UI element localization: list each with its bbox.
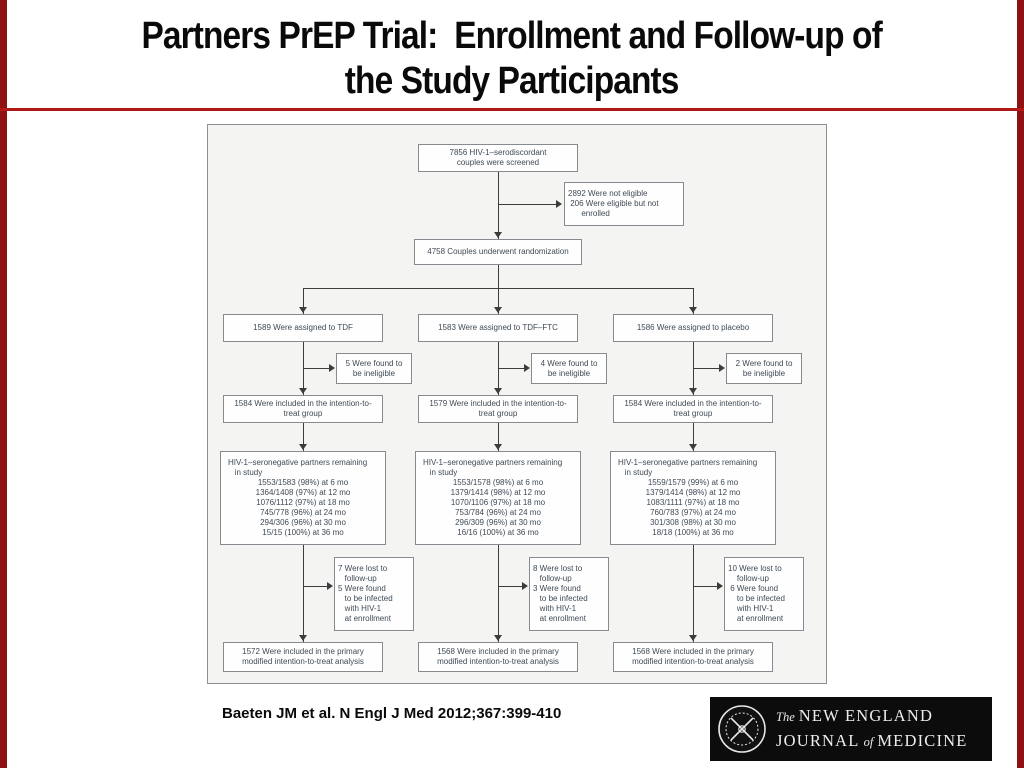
connector-line [303,368,331,369]
connector-line [693,423,694,451]
connector-line [303,423,304,451]
nejm-logo: The NEW ENGLAND JOURNAL of MEDICINE [710,697,992,761]
arrow-down-icon [494,307,502,313]
box-lost-tdf: 7 Were lost to follow-up 5 Were found to… [334,557,414,631]
title-line-2: the Study Participants [345,60,680,102]
remaining-heading: HIV-1–seronegative partners remaining in… [228,458,368,477]
arrow-down-icon [689,635,697,641]
box-ineligible-placebo: 2 Were found to be ineligible [726,353,802,384]
arrow-right-icon [524,364,530,372]
title-underline [0,108,1024,111]
arrow-right-icon [719,364,725,372]
connector-line [498,545,499,642]
arrow-down-icon [689,444,697,450]
box-remaining-placebo: HIV-1–seronegative partners remaining in… [610,451,776,545]
remaining-data: 1553/1578 (98%) at 6 mo 1379/1414 (98%) … [450,478,546,537]
connector-line [498,265,499,288]
right-red-rail [1017,0,1024,768]
box-assigned-tdf-ftc: 1583 Were assigned to TDF–FTC [418,314,578,342]
box-itt-placebo: 1584 Were included in the intention-to- … [613,395,773,423]
arrow-down-icon [689,388,697,394]
arrow-down-icon [494,635,502,641]
arrow-right-icon [556,200,562,208]
remaining-heading: HIV-1–seronegative partners remaining in… [423,458,563,477]
connector-line [303,545,304,642]
connector-line [693,368,721,369]
arrow-down-icon [494,444,502,450]
box-randomized: 4758 Couples underwent randomization [414,239,582,265]
nejm-the: The [776,710,795,724]
box-assigned-placebo: 1586 Were assigned to placebo [613,314,773,342]
arrow-right-icon [329,364,335,372]
nejm-seal-icon [718,705,766,753]
connector-line [498,204,556,205]
nejm-wordmark: The NEW ENGLAND JOURNAL of MEDICINE [776,704,968,754]
arrow-right-icon [327,582,333,590]
connector-line [498,423,499,451]
arrow-right-icon [522,582,528,590]
arrow-down-icon [299,444,307,450]
box-lost-tdf-ftc: 8 Were lost to follow-up 3 Were found to… [529,557,609,631]
box-final-placebo: 1568 Were included in the primary modifi… [613,642,773,672]
connector-line [498,172,499,239]
page-title: Partners PrEP Trial: Enrollment and Foll… [0,14,1024,104]
box-ineligible-tdf-ftc: 4 Were found to be ineligible [531,353,607,384]
arrow-down-icon [494,232,502,238]
box-ineligible-tdf: 5 Were found to be ineligible [336,353,412,384]
remaining-data: 1553/1583 (98%) at 6 mo 1364/1408 (97%) … [255,478,351,537]
nejm-medicine: MEDICINE [877,731,968,750]
box-lost-placebo: 10 Were lost to follow-up 6 Were found t… [724,557,804,631]
title-line-1: Partners PrEP Trial: Enrollment and Foll… [141,15,883,57]
connector-line [693,545,694,642]
arrow-down-icon [299,307,307,313]
connector-line [498,368,526,369]
box-not-eligible: 2892 Were not eligible 206 Were eligible… [564,182,684,226]
box-assigned-tdf: 1589 Were assigned to TDF [223,314,383,342]
nejm-new-england: NEW ENGLAND [798,706,934,725]
connector-line [498,586,524,587]
remaining-heading: HIV-1–seronegative partners remaining in… [618,458,758,477]
box-itt-tdf: 1584 Were included in the intention-to- … [223,395,383,423]
nejm-of: of [863,735,874,749]
box-final-tdf: 1572 Were included in the primary modifi… [223,642,383,672]
arrow-down-icon [299,635,307,641]
box-itt-tdf-ftc: 1579 Were included in the intention-to- … [418,395,578,423]
nejm-journal: JOURNAL [776,731,860,750]
citation: Baeten JM et al. N Engl J Med 2012;367:3… [222,705,562,722]
connector-line [498,288,499,314]
connector-line [303,288,304,314]
arrow-down-icon [494,388,502,394]
connector-line [693,288,694,314]
arrow-down-icon [689,307,697,313]
arrow-right-icon [717,582,723,590]
left-red-rail [0,0,7,768]
remaining-data: 1559/1579 (99%) at 6 mo 1379/1414 (98%) … [645,478,741,537]
box-screened: 7856 HIV-1–serodiscordant couples were s… [418,144,578,172]
arrow-down-icon [299,388,307,394]
connector-line [693,586,719,587]
figure-panel: 7856 HIV-1–serodiscordant couples were s… [207,124,827,684]
connector-line [303,586,329,587]
box-remaining-tdf-ftc: HIV-1–seronegative partners remaining in… [415,451,581,545]
box-final-tdf-ftc: 1568 Were included in the primary modifi… [418,642,578,672]
box-remaining-tdf: HIV-1–seronegative partners remaining in… [220,451,386,545]
